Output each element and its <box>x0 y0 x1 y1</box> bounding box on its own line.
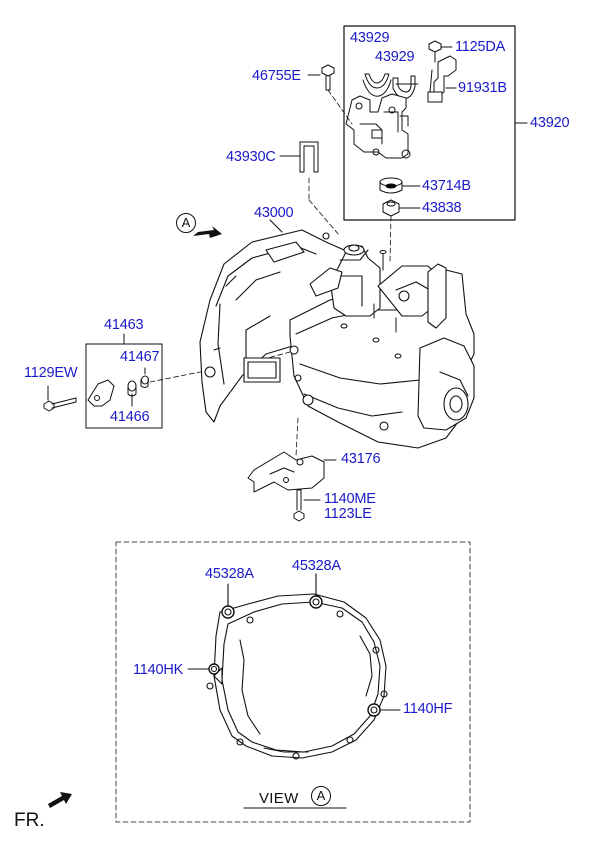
view-caption-letter: A <box>311 786 331 806</box>
part-label-45328a-right: 45328A <box>292 558 341 574</box>
direction-arrow-icon <box>193 226 222 238</box>
bolt-46755e <box>307 64 353 125</box>
view-marker-a: A <box>176 213 196 233</box>
part-label-41466: 41466 <box>110 409 150 425</box>
part-label-91931b: 91931B <box>458 80 507 96</box>
clip-43930c <box>279 141 319 173</box>
shift-bracket-assembly <box>345 93 411 159</box>
clip-43929-shapes <box>362 73 419 99</box>
part-label-43176: 43176 <box>341 451 381 467</box>
transmission-assembly-43000 <box>199 219 475 449</box>
part-label-43929a: 43929 <box>350 30 390 46</box>
bolt-1125da-and-bracket-91931b <box>427 40 457 103</box>
front-label: FR. <box>14 810 45 831</box>
part-label-43920: 43920 <box>530 115 570 131</box>
bell-housing-gasket <box>187 573 401 760</box>
part-label-41467: 41467 <box>120 349 160 365</box>
part-label-43714b: 43714B <box>422 178 471 194</box>
grommet-43714b-and-bushing-43838 <box>379 177 421 217</box>
part-label-46755e: 46755E <box>252 68 301 84</box>
part-label-1123le: 1123LE <box>324 506 372 522</box>
part-label-1140hk: 1140HK <box>133 662 184 678</box>
part-label-1140hf: 1140HF <box>403 701 453 717</box>
front-arrow-icon <box>48 792 72 808</box>
part-label-43838: 43838 <box>422 200 462 216</box>
part-label-1125da: 1125DA <box>455 39 506 55</box>
part-label-1140me: 1140ME <box>324 491 376 507</box>
part-label-43000: 43000 <box>254 205 294 221</box>
part-label-41463: 41463 <box>104 317 144 333</box>
mount-bracket-43176 <box>247 451 337 522</box>
part-label-43929b: 43929 <box>375 49 415 65</box>
part-label-1129ew: 1129EW <box>24 365 78 381</box>
shift-assembly-group-box <box>343 25 528 221</box>
view-a-frame <box>115 541 471 823</box>
view-caption: VIEW <box>259 790 299 807</box>
bracket-41463-group <box>43 333 163 429</box>
part-label-43930c: 43930C <box>226 149 276 165</box>
part-label-45328a-left: 45328A <box>205 566 254 582</box>
